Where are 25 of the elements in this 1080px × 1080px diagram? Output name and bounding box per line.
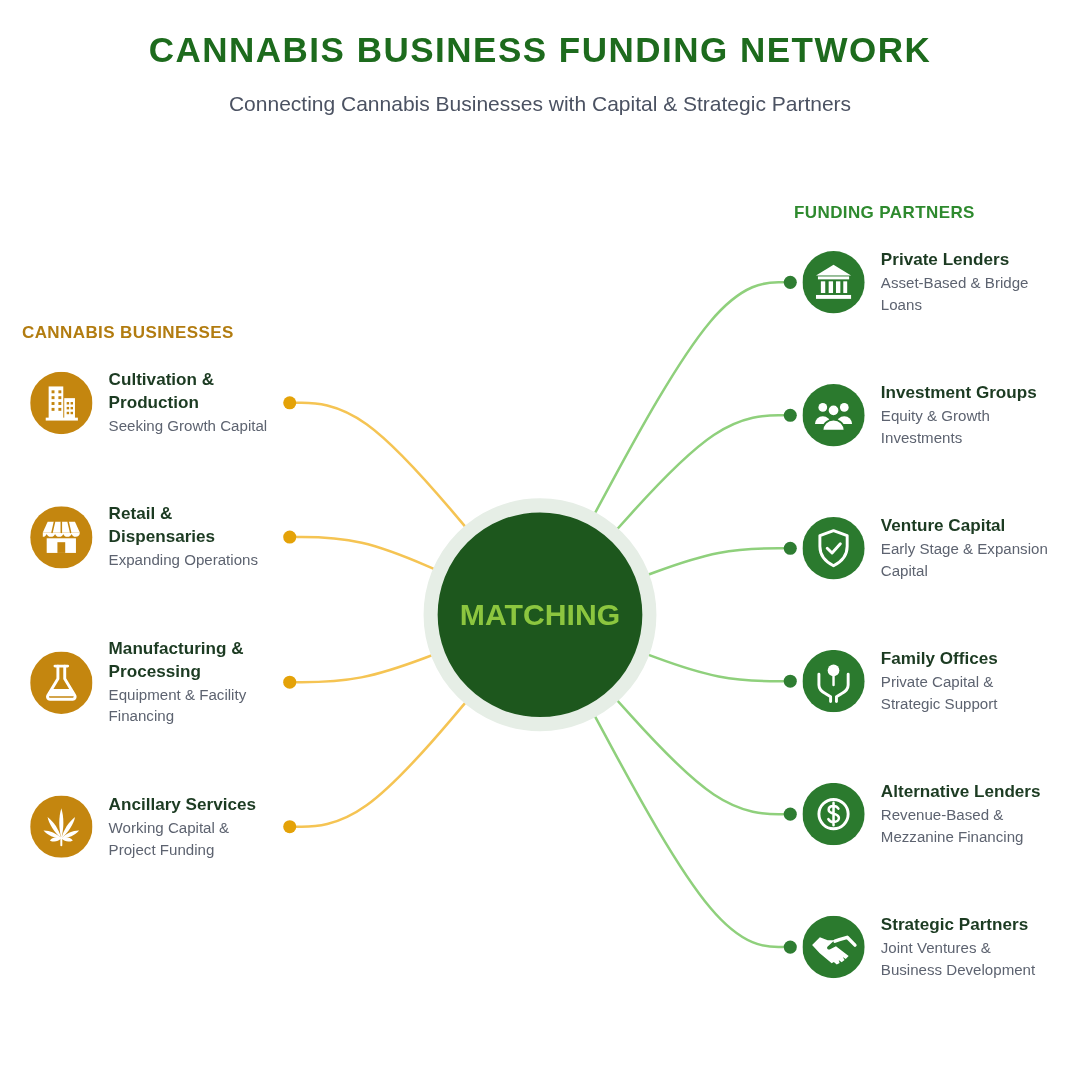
node-label: Equity & Growth Investments [880, 407, 990, 446]
node-label: Working Capital & Project Funding [108, 818, 230, 858]
column-heading: CANNABIS BUSINESSES [22, 323, 234, 343]
node-label: Alternative Lenders [880, 781, 1041, 802]
subtitle: Connecting Cannabis Businesses with Capital & Strategic Partners [228, 92, 852, 116]
node-label: Joint Ventures & Business Development [880, 938, 1036, 978]
node-label: Ancillary Services [108, 794, 257, 814]
node-label: Venture Capital [880, 515, 1006, 536]
node-label: Private Capital & Strategic Support [880, 673, 998, 712]
node-label: Revenue-Based & Mezzanine Financing [880, 805, 1024, 845]
node-label: Cultivation & Production [108, 369, 215, 413]
node-label: Private Lenders [880, 250, 1010, 270]
node-label: Seeking Growth Capital [108, 416, 268, 435]
diagram-title: CANNABIS BUSINESS FUNDING NETWORK [148, 30, 932, 70]
node-label: Family Offices [880, 648, 998, 669]
node-label: Expanding Operations [108, 551, 258, 569]
node-label: Manufacturing & Processing [108, 638, 244, 681]
node-label: Strategic Partners [880, 914, 1029, 934]
node-label: Asset-Based & Bridge Loans [880, 274, 1029, 314]
node-label: Retail & Dispensaries [108, 504, 216, 547]
node-label: Equipment & Facility Financing [108, 685, 247, 725]
node-circle: MATCHING [423, 498, 657, 732]
node-label: Early Stage & Expansion Capital [880, 540, 1048, 579]
node-label: Investment Groups [880, 383, 1037, 403]
column-heading: FUNDING PARTNERS [794, 203, 975, 223]
